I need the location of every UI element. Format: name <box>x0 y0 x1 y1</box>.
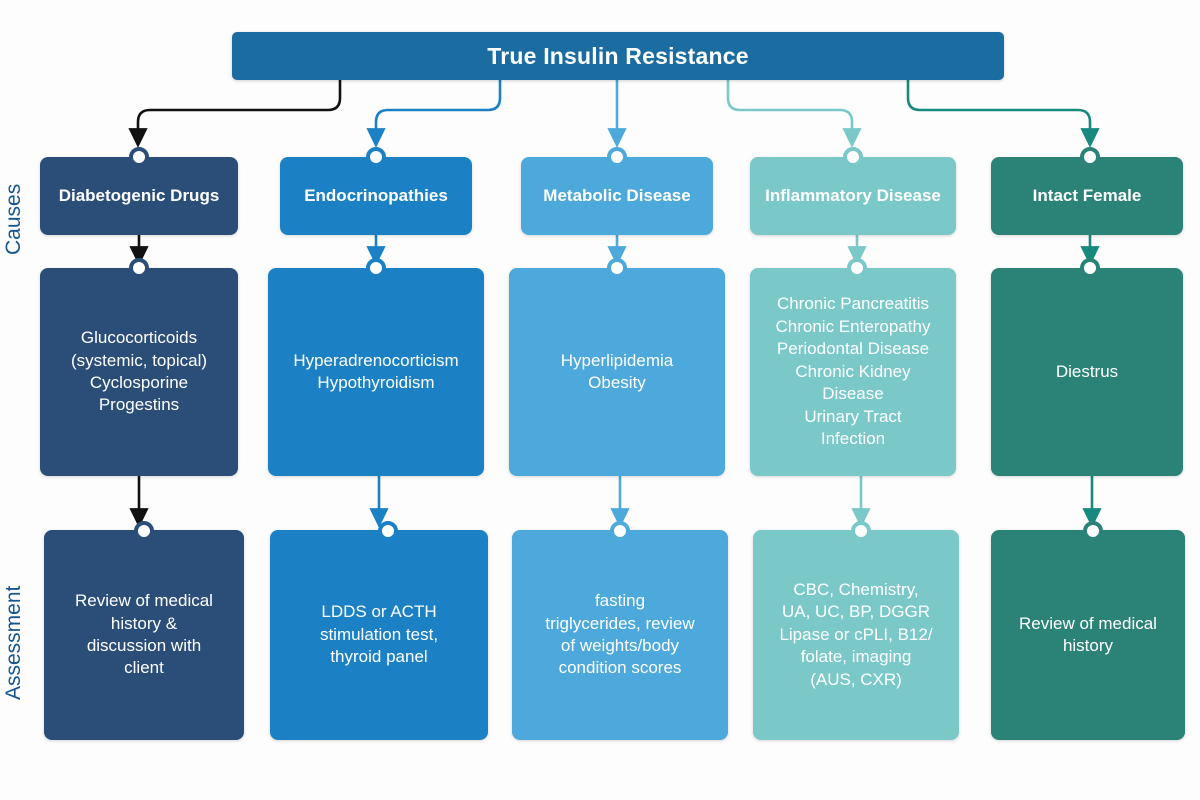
connector-knob-header-inflammatory-disease <box>843 147 863 167</box>
cause-node-endocrinopathies[interactable]: Hyperadrenocorticism Hypothyroidism <box>268 268 484 476</box>
edge-root-to-endocrinopathies <box>366 80 502 148</box>
assessment-node-diabetogenic-drugs[interactable]: Review of medical history & discussion w… <box>44 530 244 740</box>
cause-node-text: Diestrus <box>1055 361 1119 381</box>
header-node-label: Diabetogenic Drugs <box>58 185 220 205</box>
edge-root-to-inflammatory-disease <box>726 80 862 148</box>
connector-knob-assessment-metabolic-disease <box>610 521 630 541</box>
connector-knob-assessment-endocrinopathies <box>378 521 398 541</box>
assessment-node-intact-female[interactable]: Review of medical history <box>991 530 1185 740</box>
root-node-label: True Insulin Resistance <box>487 42 749 69</box>
assessment-node-endocrinopathies[interactable]: LDDS or ACTH stimulation test, thyroid p… <box>270 530 488 740</box>
assessment-node-text: fasting triglycerides, review of weights… <box>545 591 695 678</box>
connector-knob-assessment-diabetogenic-drugs <box>134 521 154 541</box>
cause-node-text: Chronic Pancreatitis Chronic Enteropathy… <box>775 294 931 449</box>
header-node-diabetogenic-drugs[interactable]: Diabetogenic Drugs <box>40 157 238 235</box>
edge-root-to-intact-female <box>906 80 1100 148</box>
assessment-node-metabolic-disease[interactable]: fasting triglycerides, review of weights… <box>512 530 728 740</box>
connector-knob-header-intact-female <box>1080 147 1100 167</box>
assessment-node-text: Review of medical history & discussion w… <box>75 591 213 678</box>
root-node-true-insulin-resistance[interactable]: True Insulin Resistance <box>232 32 1004 80</box>
header-node-intact-female[interactable]: Intact Female <box>991 157 1183 235</box>
row-label-assessment: Assessment <box>2 585 25 700</box>
header-node-inflammatory-disease[interactable]: Inflammatory Disease <box>750 157 956 235</box>
assessment-node-inflammatory-disease[interactable]: CBC, Chemistry, UA, UC, BP, DGGR Lipase … <box>753 530 959 740</box>
connector-knob-header-metabolic-disease <box>607 147 627 167</box>
header-node-label: Inflammatory Disease <box>765 185 941 205</box>
cause-node-intact-female[interactable]: Diestrus <box>991 268 1183 476</box>
header-node-label: Metabolic Disease <box>543 185 691 205</box>
assessment-node-text: CBC, Chemistry, UA, UC, BP, DGGR Lipase … <box>779 579 933 689</box>
cause-node-text: Glucocorticoids (systemic, topical) Cycl… <box>70 328 208 415</box>
cause-node-metabolic-disease[interactable]: Hyperlipidemia Obesity <box>509 268 725 476</box>
connector-knob-cause-diabetogenic-drugs <box>129 258 149 278</box>
connector-knob-assessment-intact-female <box>1083 521 1103 541</box>
connector-knob-assessment-inflammatory-disease <box>851 521 871 541</box>
connector-knob-cause-metabolic-disease <box>607 258 627 278</box>
connector-knob-header-diabetogenic-drugs <box>129 147 149 167</box>
row-label-causes: Causes <box>2 183 25 255</box>
cause-node-inflammatory-disease[interactable]: Chronic Pancreatitis Chronic Enteropathy… <box>750 268 956 476</box>
assessment-node-text: Review of medical history <box>1019 613 1157 655</box>
header-node-endocrinopathies[interactable]: Endocrinopathies <box>280 157 472 235</box>
cause-node-diabetogenic-drugs[interactable]: Glucocorticoids (systemic, topical) Cycl… <box>40 268 238 476</box>
cause-node-text: Hyperadrenocorticism Hypothyroidism <box>293 350 459 392</box>
connector-knob-cause-inflammatory-disease <box>847 258 867 278</box>
header-node-label: Intact Female <box>1032 185 1142 205</box>
header-node-metabolic-disease[interactable]: Metabolic Disease <box>521 157 713 235</box>
connector-knob-header-endocrinopathies <box>366 147 386 167</box>
connector-knob-cause-endocrinopathies <box>366 258 386 278</box>
edge-root-to-diabetogenic-drugs <box>128 80 342 148</box>
assessment-node-text: LDDS or ACTH stimulation test, thyroid p… <box>319 602 439 667</box>
header-node-label: Endocrinopathies <box>304 185 448 205</box>
connector-knob-cause-intact-female <box>1080 258 1100 278</box>
cause-node-text: Hyperlipidemia Obesity <box>560 350 674 392</box>
